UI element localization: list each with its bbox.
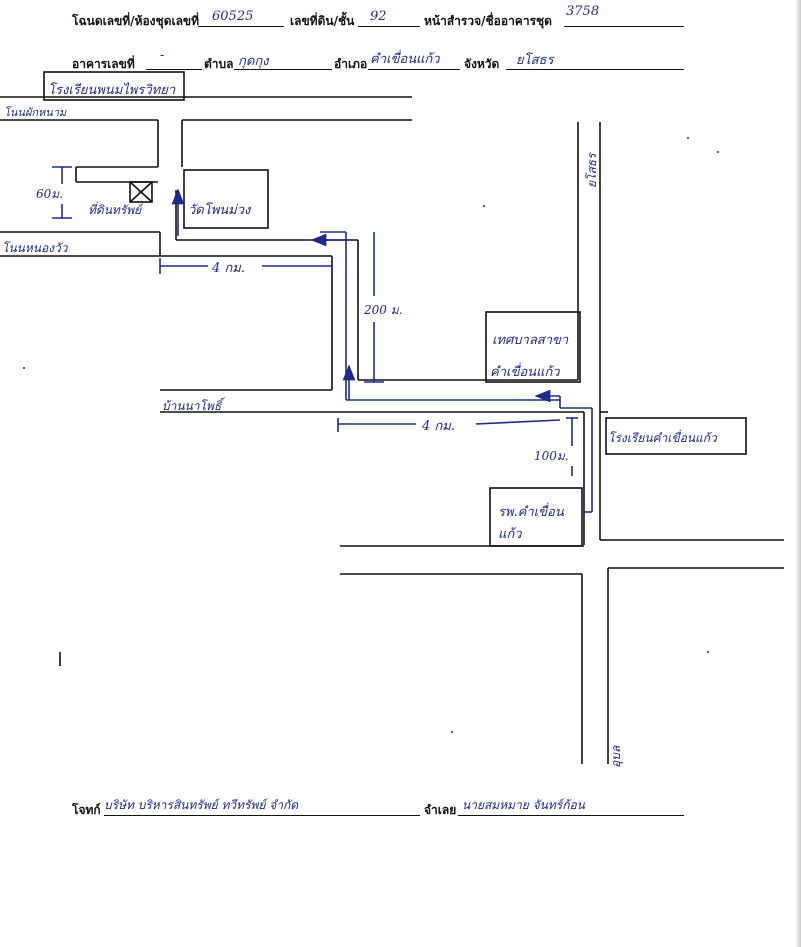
building-label: อาคารเลขที่ bbox=[72, 57, 135, 71]
owner-value: บริษัท บริหารสินทรัพย์ ทวีทรัพย์ จำกัด bbox=[104, 798, 299, 812]
right-school-label: โรงเรียนคำเขื่อนแก้ว bbox=[608, 429, 718, 445]
owner-label: โจทก์ bbox=[72, 803, 101, 817]
road-left-mid-label: โนนหนองวัว bbox=[2, 241, 69, 255]
survey-number: 3758 bbox=[566, 4, 600, 19]
building-number: - bbox=[160, 48, 165, 63]
deed-label: โฉนดเลขที่/ห้องชุดเลขที่ bbox=[72, 14, 200, 28]
hospital-label-line1: รพ.คำเขื่อน bbox=[498, 502, 565, 520]
bank-label-line2: คำเขื่อนแก้ว bbox=[490, 362, 560, 380]
subdistrict-label: ตำบล bbox=[204, 57, 234, 71]
deed-number: 60525 bbox=[212, 9, 254, 24]
district-value: คำเขื่อนแก้ว bbox=[370, 52, 440, 67]
road-top-left-label: โนนผักหนาม bbox=[4, 106, 67, 119]
temple-label: วัดโพนม่วง bbox=[188, 202, 252, 218]
subdistrict-value: กุดกุง bbox=[238, 54, 269, 69]
district-label: อำเภอ bbox=[334, 57, 368, 71]
dist-100m-label: 100ม. bbox=[534, 449, 569, 463]
road-left-label: บ้านนาโพธิ์ bbox=[162, 397, 226, 413]
province-value: ยโสธร bbox=[516, 53, 554, 68]
hospital-label-line2: แก้ว bbox=[498, 527, 522, 542]
land-marker-label: ที่ดินทรัพย์ bbox=[88, 201, 144, 217]
land-parcel bbox=[129, 181, 153, 203]
dist-60m-label: 60ม. bbox=[36, 187, 63, 201]
dist-4km-bottom-label: 4 กม. bbox=[421, 419, 455, 434]
right-school-box bbox=[605, 417, 747, 455]
road-bottom-label: อุบล bbox=[609, 745, 624, 768]
debtor-value: นายสมหมาย จันทร์ก้อน bbox=[462, 798, 585, 812]
bank-box bbox=[485, 311, 581, 383]
road-top-right-label: ยโสธร bbox=[585, 152, 599, 188]
province-label: จังหวัด bbox=[464, 57, 500, 71]
scan-edge bbox=[795, 0, 801, 947]
land-number: 92 bbox=[370, 9, 387, 24]
temple-box bbox=[183, 169, 269, 229]
bank-label-line1: เทศบาลสาขา bbox=[492, 333, 569, 348]
top-school-box bbox=[43, 71, 185, 101]
dist-200m-label: 200 ม. bbox=[363, 303, 402, 317]
survey-label: หน้าสำรวจ/ชื่ออาคารชุด bbox=[424, 14, 552, 28]
debtor-label: จำเลย bbox=[424, 803, 457, 817]
top-school-label: โรงเรียนพนมไพรวิทยา bbox=[48, 82, 176, 98]
land-number-label: เลขที่ดิน/ชั้น bbox=[290, 14, 355, 28]
dist-4km-top-label: 4 กม. bbox=[211, 261, 245, 276]
